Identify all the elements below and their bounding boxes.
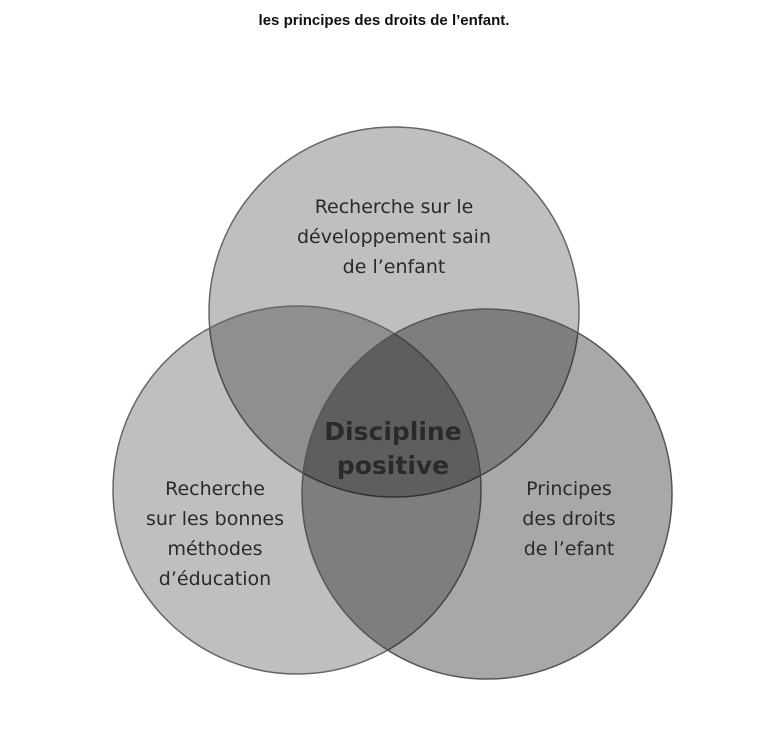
intersection-label: Discipline positive [293, 415, 493, 483]
intersection-line: positive [336, 451, 450, 480]
label-left-line: Recherche [165, 478, 265, 500]
label-top: Recherche sur le développement sain de l… [294, 192, 494, 282]
caption: les principes des droits de l’enfant. [258, 12, 510, 29]
circle-top [208, 126, 580, 498]
intersection-line: Discipline [324, 417, 462, 446]
label-top-line: de l’enfant [342, 256, 446, 278]
label-top-line: Recherche sur le [314, 196, 474, 218]
label-left: Recherche sur les bonnes méthodes d’éduc… [115, 474, 315, 594]
label-top-line: développement sain [297, 226, 491, 248]
label-right-line: des droits [522, 508, 616, 530]
circle-left [112, 305, 482, 675]
label-left-line: sur les bonnes [145, 508, 285, 530]
label-right-line: Principes [526, 478, 612, 500]
circle-right [301, 308, 673, 680]
label-left-line: d’éducation [158, 568, 272, 590]
label-right-line: de l’efant [523, 538, 615, 560]
label-right: Principes des droits de l’efant [469, 474, 669, 564]
label-left-line: méthodes [167, 538, 263, 560]
